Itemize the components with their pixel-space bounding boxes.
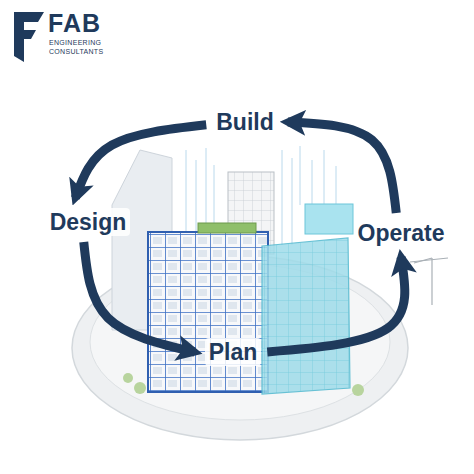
structure-building xyxy=(148,232,268,392)
cycle-stage: Design xyxy=(46,208,131,236)
cycle-stage: Plan xyxy=(205,338,262,366)
glass-building xyxy=(262,238,350,394)
stage-label: Build xyxy=(216,109,274,135)
stage-label: Plan xyxy=(209,339,258,365)
cyan-block xyxy=(305,204,353,234)
stage-label: Operate xyxy=(358,220,445,246)
cycle-stage: Operate xyxy=(354,219,449,247)
cycle-arrow xyxy=(75,125,206,198)
stage-label: Design xyxy=(50,209,127,235)
crane xyxy=(410,258,448,305)
green-roof xyxy=(198,223,256,233)
cycle-arrow xyxy=(288,122,397,213)
trees xyxy=(123,373,364,396)
brand-name: FAB xyxy=(48,9,101,37)
logo-mark xyxy=(14,12,44,62)
cycle-arrow xyxy=(267,257,405,352)
brand-tagline: ENGINEERING CONSULTANTS xyxy=(49,38,105,56)
cycle-stage: Build xyxy=(212,108,278,136)
cycle-arrow xyxy=(84,242,195,352)
